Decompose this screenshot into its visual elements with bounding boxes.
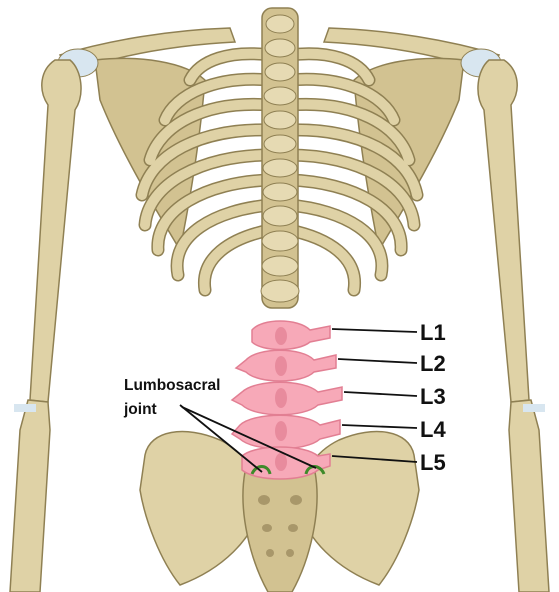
label-l3: L3 bbox=[420, 384, 446, 409]
sacrum bbox=[243, 467, 317, 592]
label-lumbosacral: Lumbosacral bbox=[124, 377, 220, 394]
left-forearm bbox=[10, 400, 50, 592]
lumbar-vertebra-l1 bbox=[252, 321, 330, 350]
right-humerus bbox=[478, 60, 529, 402]
left-elbow-cartilage bbox=[14, 404, 36, 412]
left-humerus bbox=[30, 60, 81, 402]
label-l2: L2 bbox=[420, 351, 446, 376]
leader-line-l3 bbox=[344, 392, 417, 396]
thoracic-spine bbox=[261, 8, 299, 308]
label-l1: L1 bbox=[420, 320, 446, 345]
label-joint: joint bbox=[123, 401, 157, 418]
label-l5: L5 bbox=[420, 450, 446, 475]
leader-line-l2 bbox=[338, 359, 417, 363]
leader-line-l1 bbox=[332, 329, 417, 332]
label-l4: L4 bbox=[420, 417, 446, 442]
lumbar-vertebra-l3 bbox=[232, 382, 342, 415]
right-forearm bbox=[509, 400, 549, 592]
right-elbow-cartilage bbox=[523, 404, 545, 412]
leader-line-l4 bbox=[342, 425, 417, 428]
